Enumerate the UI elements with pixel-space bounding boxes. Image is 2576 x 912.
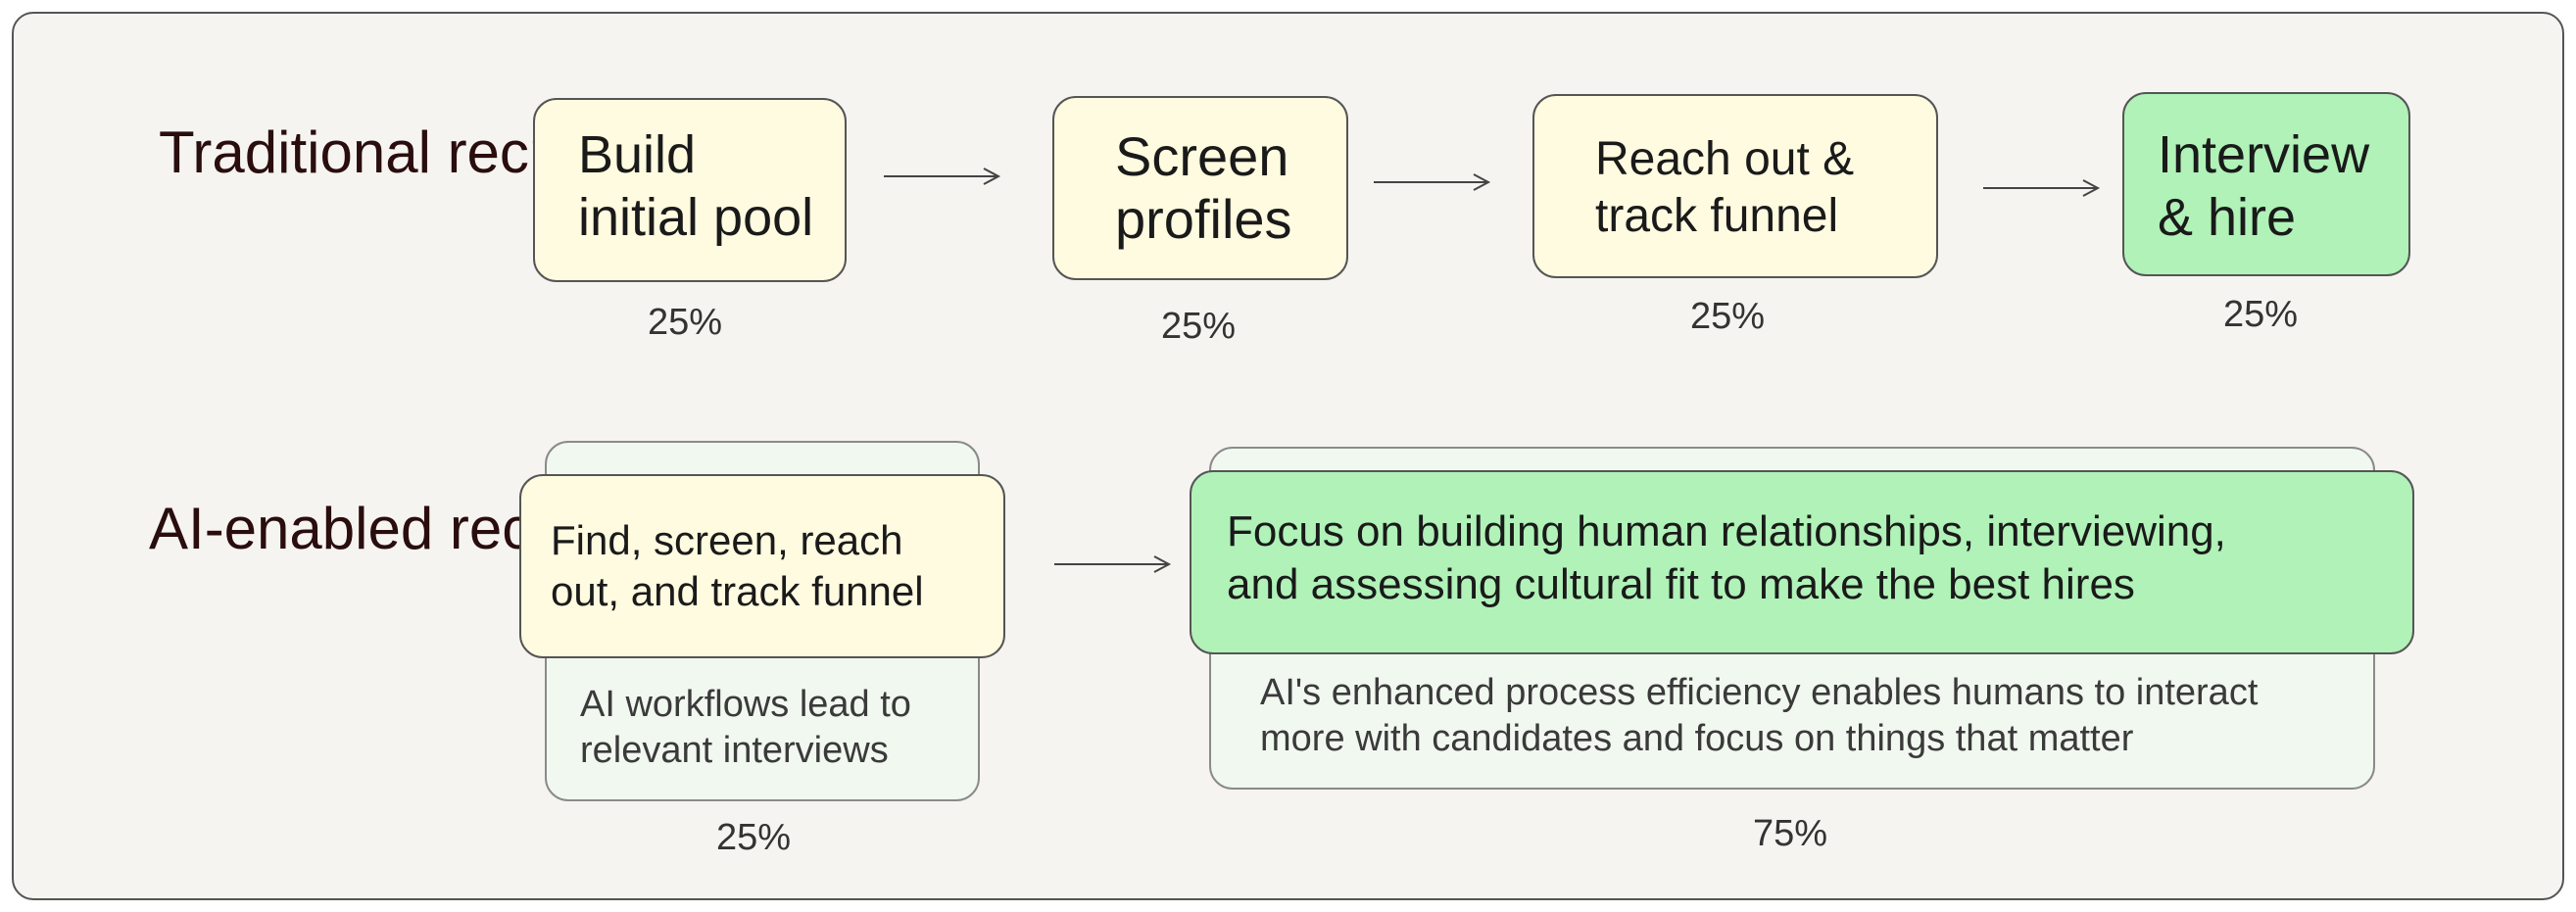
arrow-right-icon (884, 168, 1001, 185)
arrow-right-icon (1983, 179, 2101, 197)
focus-human-relationships-box: Focus on building human relationships, i… (1190, 470, 2414, 654)
arrow-right-icon (1374, 173, 1491, 191)
reach-out-track-funnel-percent: 25% (1689, 296, 1766, 337)
reach-out-track-funnel-box: Reach out & track funnel (1532, 94, 1938, 278)
interview-hire-percent: 25% (2222, 294, 2299, 335)
build-initial-pool-percent: 25% (647, 302, 723, 343)
screen-profiles-percent: 25% (1160, 306, 1237, 347)
find-screen-reach-out-box: Find, screen, reach out, and track funne… (519, 474, 1005, 658)
ai-step1-percent: 25% (715, 817, 792, 858)
arrow-right-icon (1054, 555, 1172, 573)
screen-profiles-box: Screen profiles (1052, 96, 1348, 280)
ai-efficiency-note: AI's enhanced process efficiency enables… (1260, 672, 2259, 759)
ai-workflows-note: AI workflows lead to relevant interviews (580, 684, 911, 771)
interview-hire-box: Interview & hire (2122, 92, 2410, 276)
build-initial-pool-box: Build initial pool (533, 98, 847, 282)
ai-step2-percent: 75% (1752, 813, 1828, 854)
